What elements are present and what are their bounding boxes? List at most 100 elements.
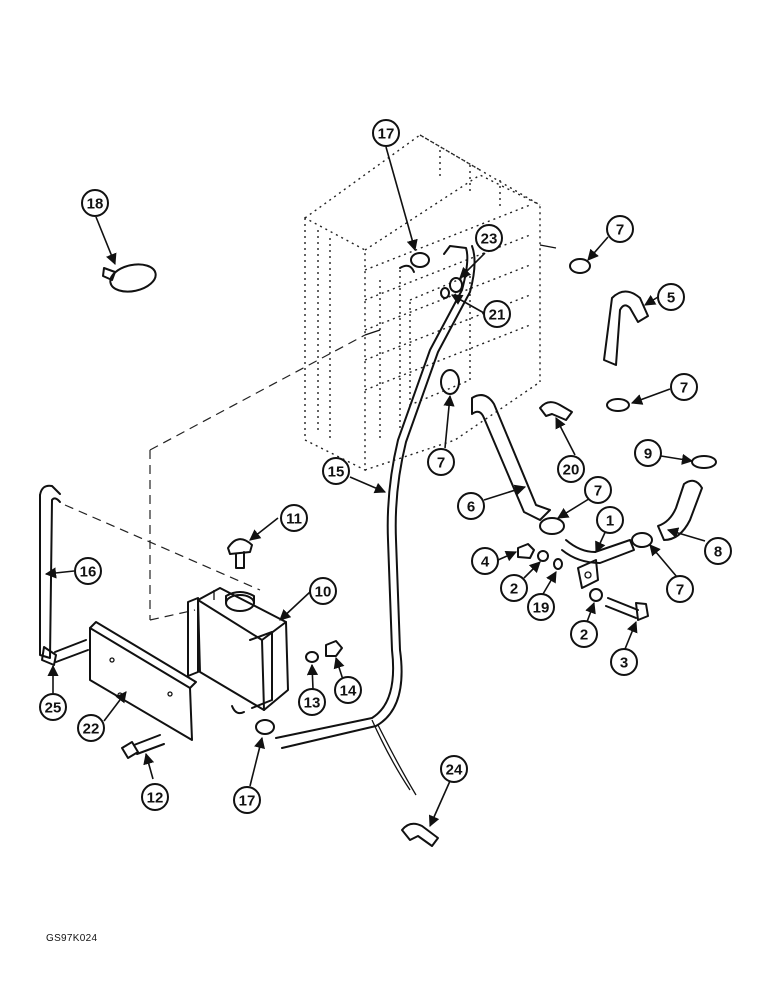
callout-25: 25 [39,693,67,721]
svg-text:23: 23 [481,231,498,248]
callout-3: 3 [610,648,638,676]
washer-2-lower [589,588,603,602]
callout-24: 24 [440,755,468,783]
seal-21 [440,287,450,299]
callout-7: 7 [584,476,612,504]
callout-7: 7 [670,373,698,401]
bolt-12 [121,734,165,759]
radiator-inlet [399,264,415,273]
hose-clamp-17-upper [410,252,430,268]
mounting-plate-22 [89,621,197,741]
hose-clamp-7d [539,517,565,535]
callout-19: 19 [527,593,555,621]
svg-text:3: 3 [620,655,628,672]
svg-text:5: 5 [667,290,675,307]
svg-text:21: 21 [489,307,506,324]
hose-8 [657,479,703,541]
callout-23: 23 [475,224,503,252]
washer-2-upper [537,550,549,562]
nut-4 [517,543,535,559]
nut-14 [325,640,343,657]
svg-text:7: 7 [594,483,602,500]
hose-clamp-17-lower [255,719,275,735]
svg-text:16: 16 [80,564,97,581]
bolt-3 [605,597,649,621]
svg-text:24: 24 [446,762,463,779]
reservoir-10 [187,587,289,715]
svg-text:17: 17 [378,126,395,143]
callout-5: 5 [657,283,685,311]
fitting-23 [449,277,463,293]
svg-text:7: 7 [616,222,624,239]
hose-clamp-7b [440,369,460,395]
svg-text:17: 17 [239,793,256,810]
svg-text:18: 18 [87,196,104,213]
svg-text:2: 2 [580,627,588,644]
svg-text:9: 9 [644,446,652,463]
washer-13 [305,651,319,663]
hose-clamp-7a [569,258,591,274]
svg-text:8: 8 [714,544,722,561]
hose-15 [275,245,476,796]
callout-7: 7 [666,575,694,603]
callout-17: 17 [372,119,400,147]
svg-text:22: 22 [83,721,100,738]
callout-4: 4 [471,547,499,575]
svg-text:13: 13 [304,695,321,712]
svg-text:7: 7 [437,455,445,472]
svg-text:6: 6 [467,499,475,516]
callout-8: 8 [704,537,732,565]
svg-text:2: 2 [510,581,518,598]
callout-10: 10 [309,577,337,605]
callout-22: 22 [77,714,105,742]
callout-17: 17 [233,786,261,814]
callout-11: 11 [280,504,308,532]
hose-5 [603,290,649,366]
hose-clamp-9 [691,455,717,469]
hose-6 [471,394,551,521]
svg-text:1: 1 [606,513,614,530]
callout-leaders [44,146,706,828]
callout-7: 7 [606,215,634,243]
clip-24 [401,822,439,847]
callout-21: 21 [483,300,511,328]
callout-9: 9 [634,439,662,467]
callout-2: 2 [500,574,528,602]
svg-text:25: 25 [45,700,62,717]
callout-13: 13 [298,688,326,716]
callout-7: 7 [427,448,455,476]
svg-text:15: 15 [328,464,345,481]
drawing-code: GS97K024 [46,933,98,944]
callout-15: 15 [322,457,350,485]
callout-1: 1 [596,506,624,534]
svg-text:20: 20 [563,462,580,479]
svg-text:14: 14 [340,683,357,700]
svg-text:4: 4 [481,554,490,571]
hose-clamp-7c [606,398,630,412]
svg-text:19: 19 [533,600,550,617]
clamp-18 [102,263,157,293]
svg-text:11: 11 [286,511,302,528]
callout-14: 14 [334,676,362,704]
washer-19 [553,558,563,570]
radiator [304,134,557,472]
cap-11 [227,538,253,569]
svg-text:7: 7 [680,380,688,397]
callout-16: 16 [74,557,102,585]
callout-12: 12 [141,783,169,811]
callout-18: 18 [81,189,109,217]
clip-20 [539,401,573,421]
callout-20: 20 [557,455,585,483]
svg-text:7: 7 [676,582,684,599]
svg-text:10: 10 [315,584,332,601]
reference-line [64,504,261,591]
callout-6: 6 [457,492,485,520]
bolt-25 [41,639,89,666]
hose-clamp-7e [631,532,653,548]
overflow-hose-16 [39,484,61,659]
pipe-1 [561,539,635,589]
callout-2: 2 [570,620,598,648]
reference-line [149,334,366,620]
svg-text:12: 12 [147,790,164,807]
